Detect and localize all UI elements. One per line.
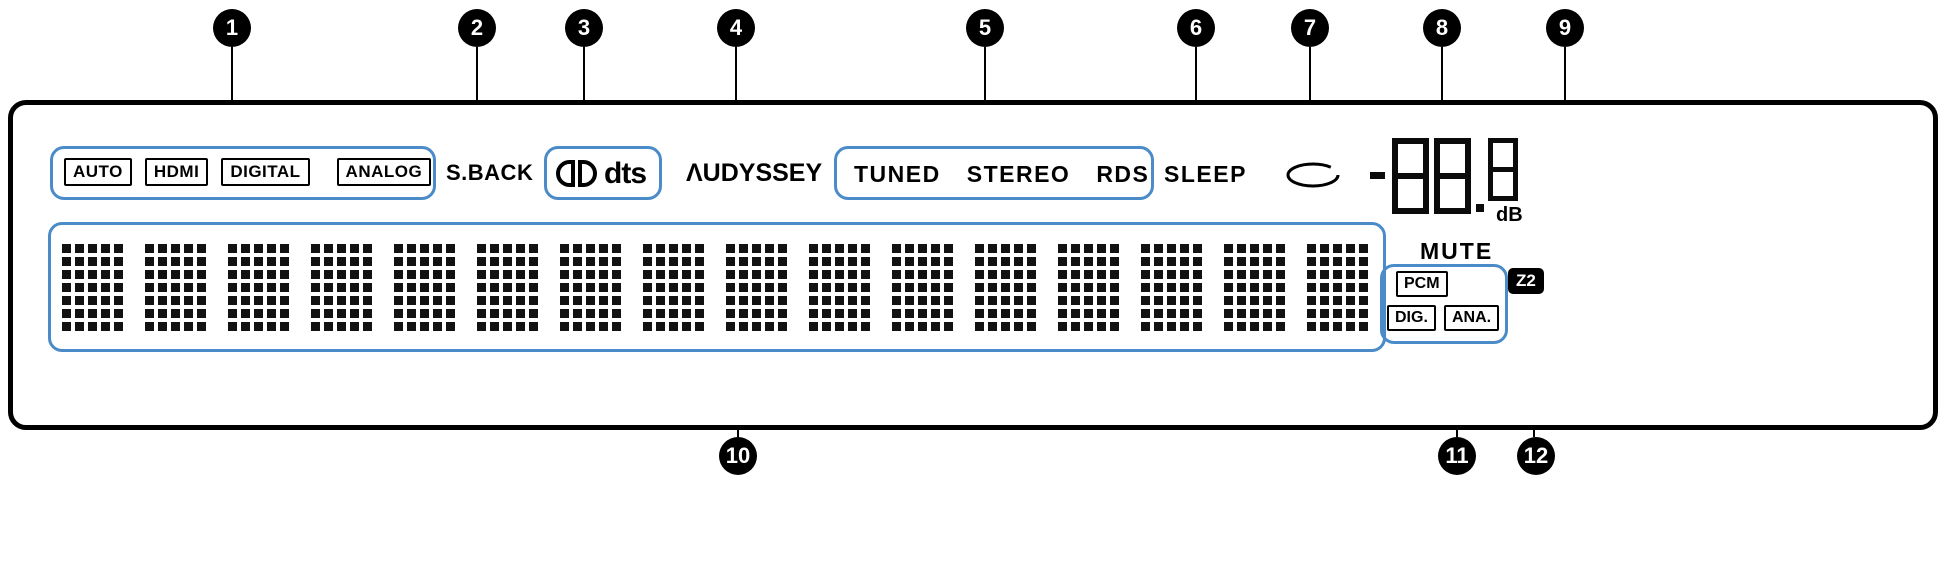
callout-10: 10 (719, 437, 757, 475)
dot-matrix-cell (311, 244, 372, 331)
tuner-indicators: TUNED STEREO RDS (854, 161, 1149, 188)
volume-decimal-point (1476, 204, 1484, 212)
indicator-auto: AUTO (64, 158, 132, 186)
volume-unit-label: dB (1496, 204, 1523, 226)
indicator-zone2: Z2 (1508, 268, 1544, 294)
indicator-audyssey: ΛUDYSSEY (686, 159, 823, 187)
decoders-outline (544, 146, 662, 200)
callout-line-8 (1441, 47, 1443, 132)
dot-matrix-cell (394, 244, 455, 331)
volume-digit-3 (1488, 138, 1518, 201)
indicator-stereo: STEREO (966, 161, 1071, 187)
dolby-double-d-icon (556, 159, 597, 187)
callout-line-1 (231, 47, 233, 146)
dot-matrix-cell (145, 244, 206, 331)
dot-matrix-cell (809, 244, 870, 331)
dot-matrix-cell (975, 244, 1036, 331)
indicator-digital-signal: DIG. (1387, 305, 1436, 331)
indicator-mute: MUTE (1420, 238, 1494, 264)
dolby-right-d (578, 159, 597, 187)
callout-line-3 (583, 47, 585, 146)
tuner-outline (834, 146, 1154, 200)
dot-matrix-cell (643, 244, 704, 331)
indicator-hdmi: HDMI (144, 158, 209, 186)
indicator-surround-back: S.BACK (446, 160, 534, 185)
indicator-analog-signal: ANA. (1444, 305, 1500, 331)
callout-12: 12 (1517, 437, 1555, 475)
volume-minus-sign (1370, 172, 1385, 179)
input-mode-indicators: AUTO HDMI DIGITAL ANALOG (64, 158, 432, 186)
dot-matrix-cell (892, 244, 953, 331)
input-modes-outline (50, 146, 436, 200)
callout-2: 2 (458, 9, 496, 47)
indicator-pcm: PCM (1396, 271, 1448, 297)
callout-line-5 (984, 47, 986, 146)
callout-6: 6 (1177, 9, 1215, 47)
dot-matrix-cell (1058, 244, 1119, 331)
dot-matrix-cell (1224, 244, 1285, 331)
indicator-digital: DIGITAL (221, 158, 310, 186)
loop-ellipse-icon (1284, 160, 1342, 195)
callout-4: 4 (717, 9, 755, 47)
dot-matrix-cell (477, 244, 538, 331)
volume-digit-1 (1392, 138, 1429, 214)
dot-matrix-display (62, 244, 1368, 331)
dot-matrix-outline (48, 222, 1386, 352)
callout-3: 3 (565, 9, 603, 47)
dot-matrix-cell (726, 244, 787, 331)
dolby-left-d (556, 159, 575, 187)
indicator-analog: ANALOG (336, 158, 432, 186)
indicator-rds: RDS (1096, 161, 1150, 187)
dot-matrix-cell (1141, 244, 1202, 331)
callout-5: 5 (966, 9, 1004, 47)
dot-matrix-cell (228, 244, 289, 331)
callout-1: 1 (213, 9, 251, 47)
dts-logo: dts (604, 156, 647, 190)
indicator-sleep: SLEEP (1164, 161, 1247, 187)
signal-formats-outline (1380, 264, 1508, 344)
callout-7: 7 (1291, 9, 1329, 47)
dot-matrix-cell (1307, 244, 1368, 331)
decoder-indicators: dts (556, 156, 647, 190)
volume-digit-2 (1434, 138, 1471, 214)
dot-matrix-cell (560, 244, 621, 331)
dot-matrix-cell (62, 244, 123, 331)
indicator-tuned: TUNED (854, 161, 941, 187)
callout-9: 9 (1546, 9, 1584, 47)
callout-11: 11 (1438, 437, 1476, 475)
callout-8: 8 (1423, 9, 1461, 47)
